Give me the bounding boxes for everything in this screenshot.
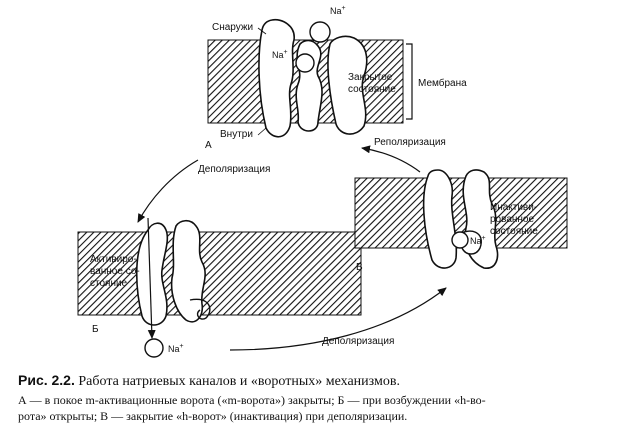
- transition-arrows: Деполяризация Реполяризация Деполяризаци…: [137, 137, 447, 351]
- membrane-bracket: [406, 43, 413, 120]
- label-activated-state-3: стояние: [90, 278, 128, 289]
- channel-v-left-subunit: [422, 169, 458, 269]
- label-activated-state-1: Активиро-: [90, 254, 137, 265]
- label-repolarization: Реполяризация: [374, 137, 446, 148]
- ion-label-b: Na+: [168, 343, 184, 354]
- inside-leader: [257, 127, 267, 136]
- label-depolarization-a-b: Деполяризация: [198, 164, 270, 175]
- caption-label: Рис. 2.2.: [18, 372, 75, 388]
- caption-title-text: Работа натриевых каналов и «воротных» ме…: [78, 374, 400, 389]
- ion-a-upper: [309, 21, 331, 43]
- arrow-depolarization-a-to-b: [137, 159, 199, 223]
- channel-a-left-subunit: [258, 18, 295, 138]
- arrow-depolarization-b-to-v: [229, 287, 447, 351]
- label-membrane: Мембрана: [418, 77, 467, 89]
- ion-v: [451, 231, 469, 249]
- outside-leader: [257, 27, 267, 35]
- caption-legend-line-2: рота» открыты; В — закрытие «h-ворот» (и…: [18, 409, 408, 423]
- caption-legend-line-1: А — в покое m-активационные ворота («m-в…: [18, 393, 486, 407]
- panel-letter-a: А: [205, 140, 212, 151]
- arrow-repolarization-v-to-a: [361, 145, 421, 173]
- label-inactivated-state-3: состояние: [490, 226, 538, 237]
- panel-letter-v: В: [356, 262, 363, 273]
- caption-title: Рис. 2.2. Работа натриевых каналов и «во…: [18, 372, 618, 390]
- membrane-b: [77, 231, 362, 316]
- label-inside: Внутри: [220, 129, 253, 140]
- panel-letter-b: Б: [92, 324, 99, 335]
- channel-b-left-subunit: [135, 222, 169, 326]
- figure-caption: Рис. 2.2. Работа натриевых каналов и «во…: [18, 372, 618, 424]
- label-inactivated-state-1: Инактиви-: [490, 202, 537, 213]
- ion-label-a-upper: Na+: [330, 5, 346, 16]
- label-inactivated-state-2: рованное: [490, 214, 534, 225]
- ion-label-v: Na+: [470, 235, 486, 246]
- label-closed-state-2: состояние: [348, 84, 396, 95]
- label-closed-state-1: Закрытое: [348, 72, 393, 83]
- sodium-channel-diagram: Снаружи Внутри Закрытое состояние Мембра…: [77, 5, 568, 358]
- h-gate-b: [189, 298, 211, 320]
- ion-b: [144, 338, 164, 358]
- label-outside: Снаружи: [212, 22, 253, 33]
- ion-a-inner: [295, 53, 315, 73]
- ion-path-b: [147, 217, 156, 339]
- channel-a-right-subunit: [295, 39, 323, 132]
- caption-legend: А — в покое m-активационные ворота («m-в…: [18, 392, 618, 424]
- ion-label-a-inner: Na+: [272, 49, 288, 60]
- label-depolarization-b-v: Деполяризация: [322, 336, 394, 347]
- channel-a-right-block: [327, 35, 368, 135]
- panel-v-inactivated: Инактиви- рованное состояние В Na+: [354, 169, 568, 273]
- channel-b-right-subunit: [170, 219, 206, 323]
- panel-b-activated: Активиро- ванное со- стояние Б Na+: [77, 217, 362, 358]
- label-activated-state-2: ванное со-: [90, 266, 140, 277]
- panel-a-closed: Снаружи Внутри Закрытое состояние Мембра…: [205, 5, 467, 151]
